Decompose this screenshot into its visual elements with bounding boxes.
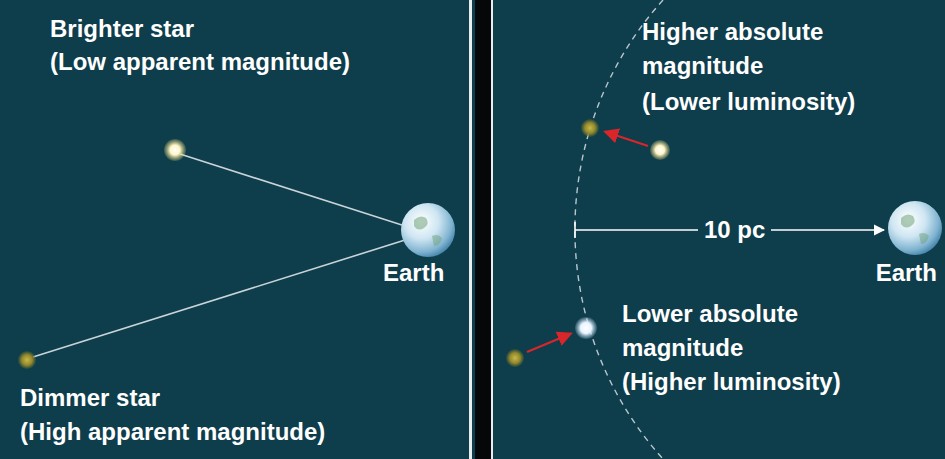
magnitude-note: (Low apparent magnitude) bbox=[50, 45, 350, 79]
star-label: Brighter star bbox=[50, 12, 194, 46]
earth-label: Earth bbox=[383, 256, 444, 290]
luminosity-note: (Higher luminosity) bbox=[622, 365, 841, 399]
magnitude-label: Lower absolute magnitude bbox=[622, 297, 845, 365]
magnitude-label: Higher absolute magnitude bbox=[642, 15, 860, 83]
luminosity-note: (Lower luminosity) bbox=[642, 85, 855, 119]
earth-label: Earth bbox=[876, 256, 937, 290]
star-label: Dimmer star bbox=[20, 381, 160, 415]
distance-label: 10 pc bbox=[698, 213, 771, 247]
magnitude-note: (High apparent magnitude) bbox=[20, 415, 325, 449]
